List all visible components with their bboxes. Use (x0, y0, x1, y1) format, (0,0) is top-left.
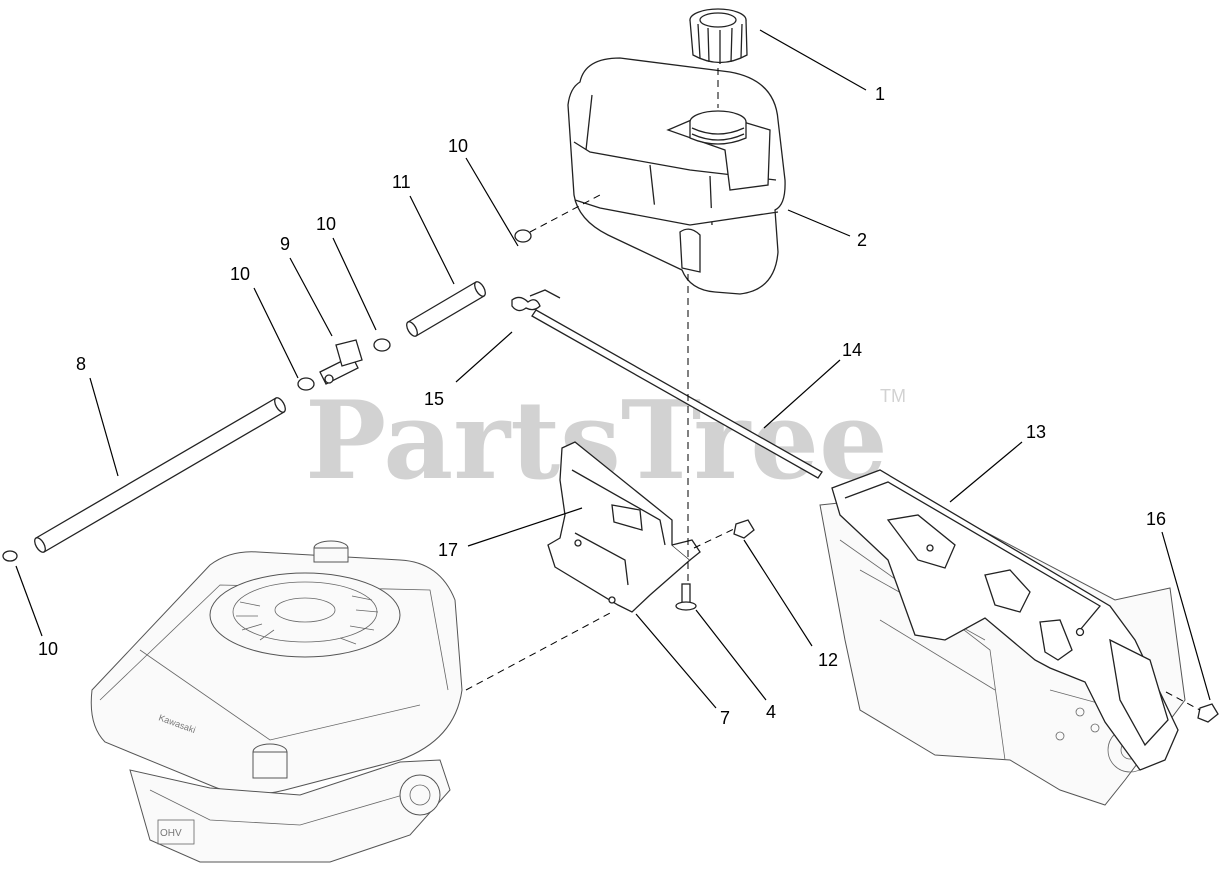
svg-text:OHV: OHV (160, 828, 182, 839)
callout-16: 16 (1146, 509, 1166, 529)
hose-clamp-icon (2, 550, 18, 562)
hose-clamp-icon (514, 229, 532, 243)
hose-clamp-icon (373, 338, 391, 352)
engine-assembly: Kawasaki OHV (90, 540, 463, 863)
leader-lines (15, 29, 1211, 709)
mounting-bracket (547, 441, 701, 613)
callout-10-engine: 10 (38, 639, 58, 659)
callout-8: 8 (76, 354, 86, 374)
rod (531, 309, 823, 479)
fuel-cap (689, 8, 748, 64)
callout-10-valve-outlet: 10 (316, 214, 336, 234)
callout-4: 4 (766, 702, 776, 722)
nut-16 (1197, 703, 1219, 723)
callout-17: 17 (438, 540, 458, 560)
callout-9: 9 (280, 234, 290, 254)
callout-12: 12 (818, 650, 838, 670)
hose-clamp-icon (297, 377, 315, 391)
assembly-lines (465, 68, 1201, 711)
callout-10-valve-inlet: 10 (230, 264, 250, 284)
spring-icon (511, 296, 541, 312)
bolt-4 (675, 583, 697, 611)
callout-7: 7 (720, 708, 730, 728)
callout-11: 11 (392, 172, 411, 192)
fuel-line-assembly (2, 194, 601, 562)
throttle-rod-assembly (511, 289, 823, 479)
callout-2: 2 (857, 230, 867, 250)
fuel-hose-upper (407, 281, 485, 337)
nut-12 (733, 519, 755, 539)
callout-10-tank: 10 (448, 136, 468, 156)
callout-13: 13 (1026, 422, 1046, 442)
callout-1: 1 (875, 84, 885, 104)
mower-housing (819, 469, 1186, 806)
callout-15: 15 (424, 389, 444, 409)
fuel-hose-lower (35, 397, 285, 553)
watermark-trademark: TM (880, 386, 906, 406)
callout-14: 14 (842, 340, 862, 360)
callout-labels: 1 2 4 7 8 9 10 10 10 10 11 12 13 14 15 1… (38, 84, 1166, 728)
fuel-tank (567, 57, 786, 295)
